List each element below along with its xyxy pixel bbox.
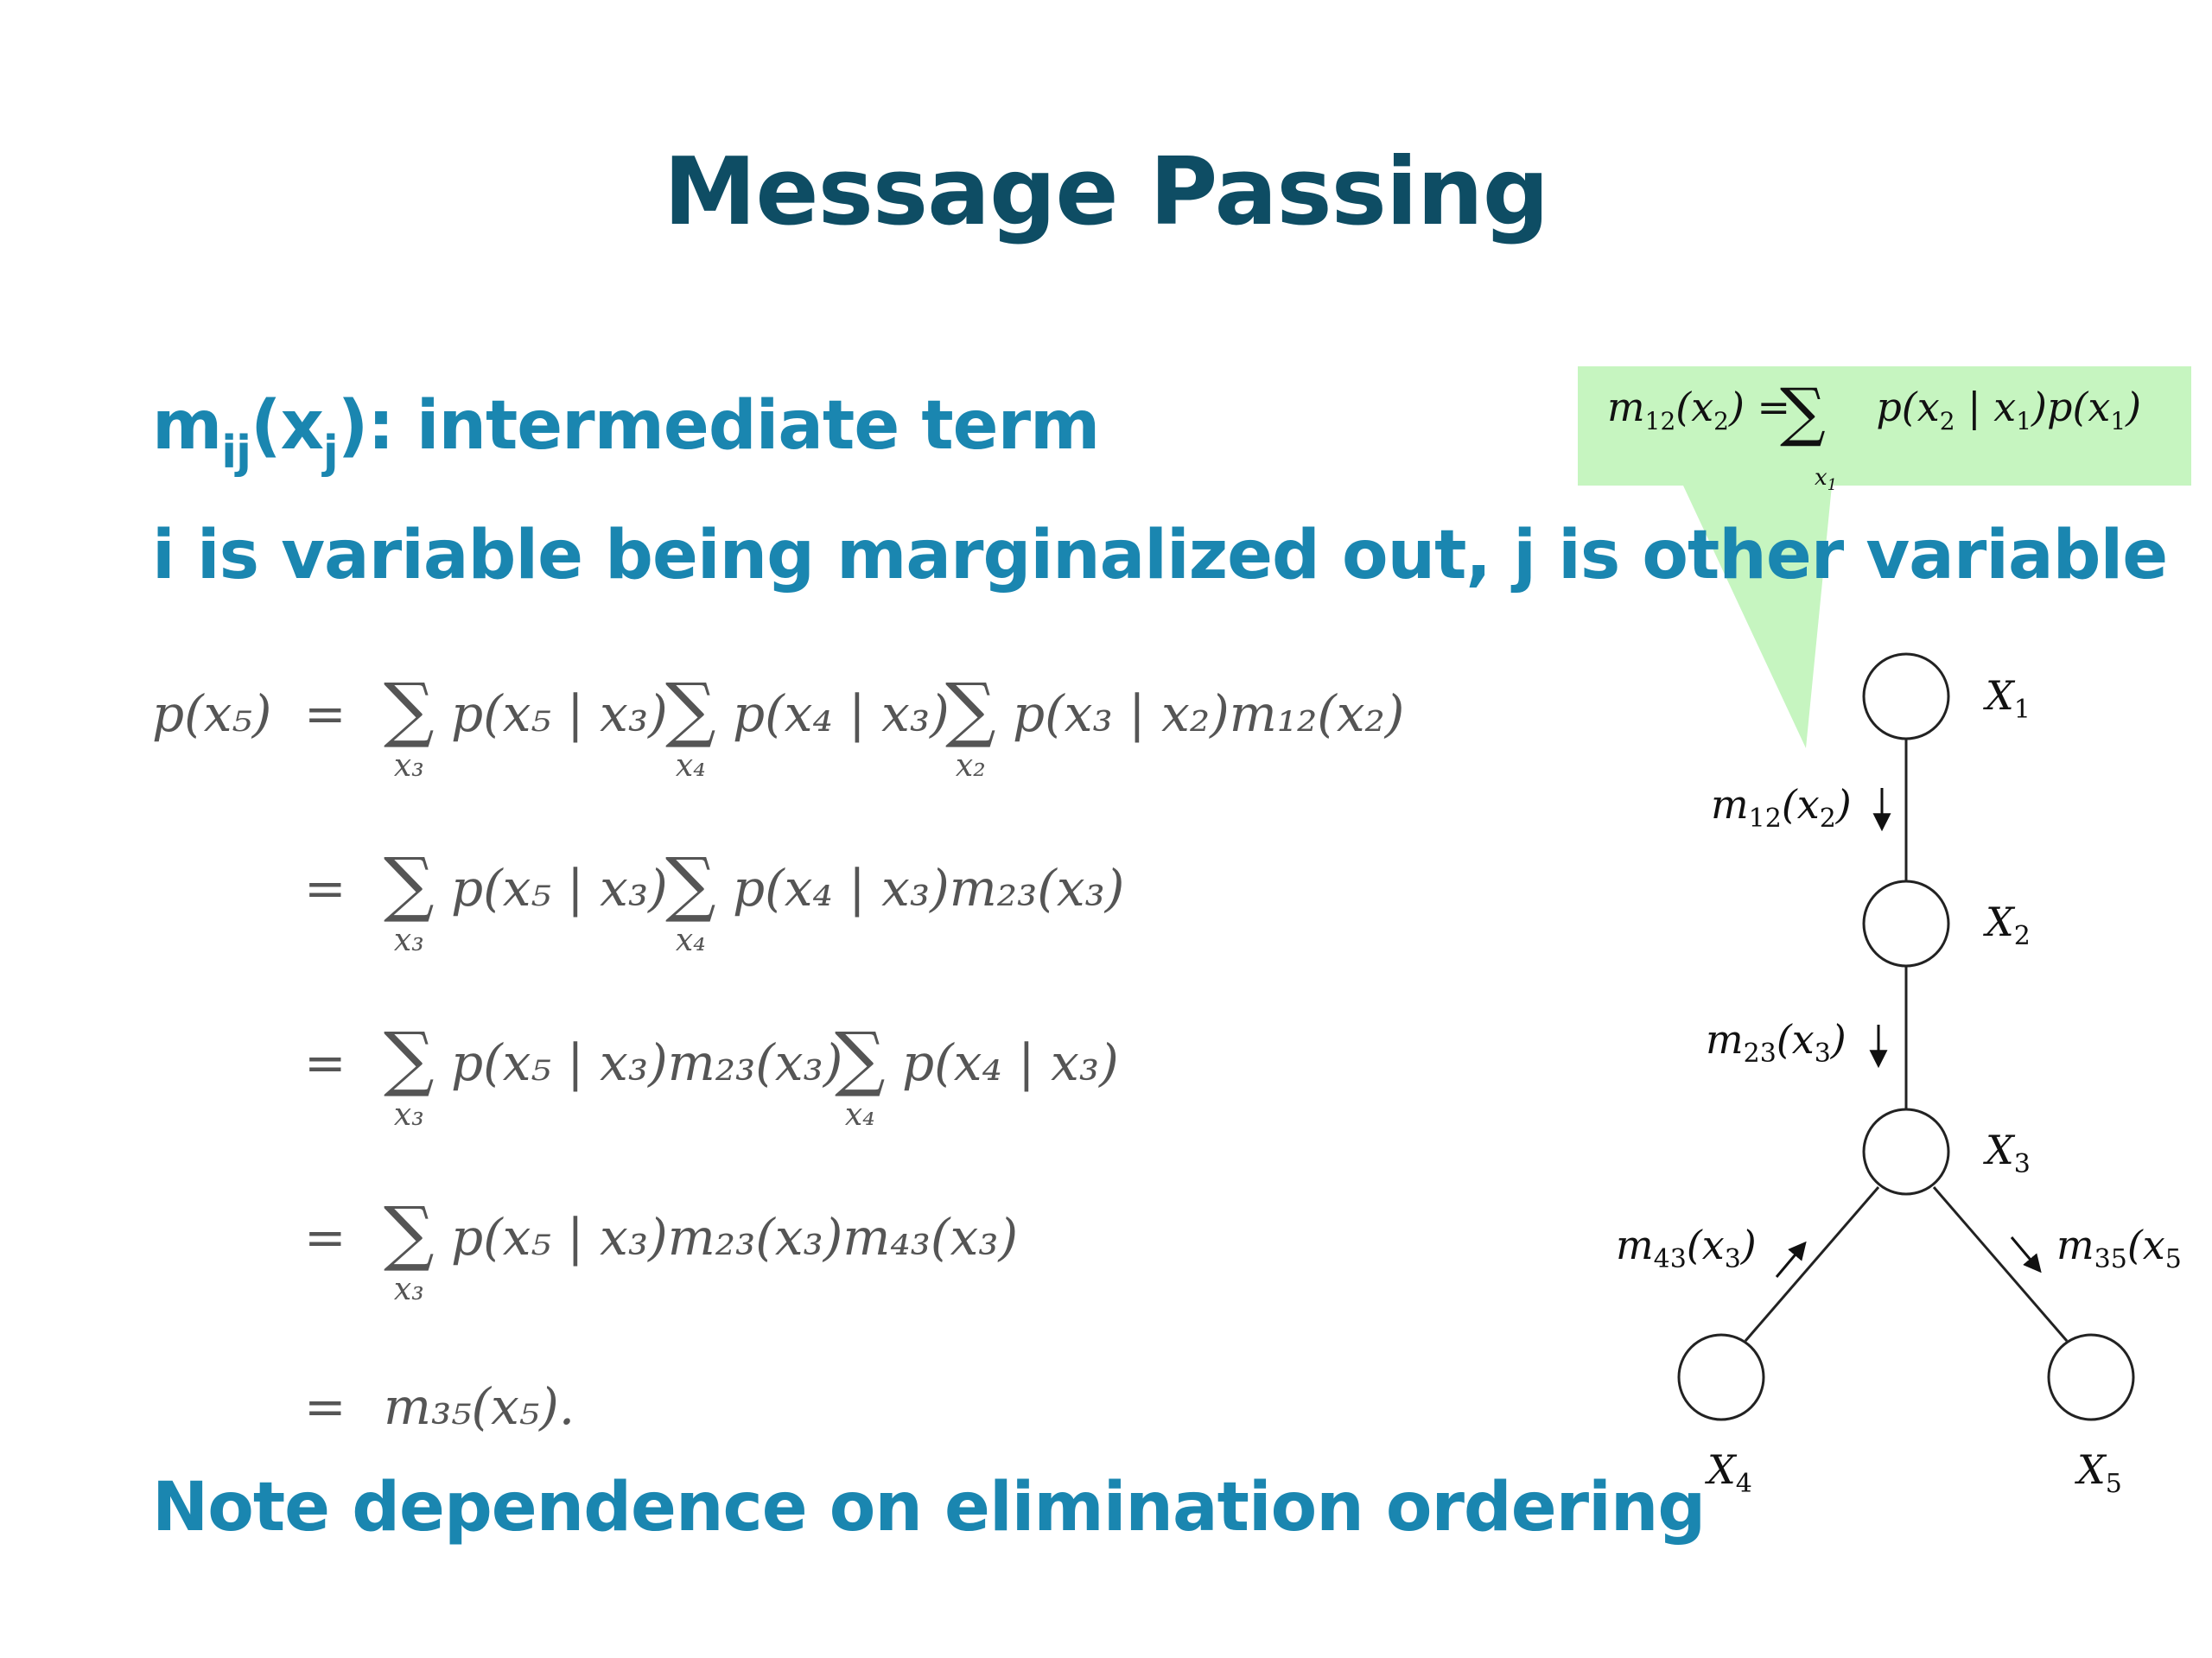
equals-sign: = — [304, 1033, 346, 1092]
equation-term: p(x₄ | x₃)m₂₃(x₃) — [733, 859, 1125, 918]
sum-symbol: ∑x₃ — [384, 1018, 435, 1134]
sum-symbol: ∑x₄ — [665, 843, 716, 959]
node-label-x5: X5 — [2077, 1446, 2122, 1500]
slide-title: Message Passing — [663, 138, 1549, 246]
sum-symbol: ∑x₄ — [665, 669, 716, 785]
callout-formula: m12(x2) = p(x2 | x1)p(x1) — [1607, 384, 2142, 436]
equals-sign: = — [304, 1208, 346, 1267]
node-label-x2: X2 — [1986, 899, 2031, 952]
bullet-variable-explanation: i is variable being marginalized out, j … — [152, 517, 2168, 594]
message-label-m23: m23(x3) — [1706, 1016, 1847, 1070]
callout-sum-index: x1 — [1815, 465, 1838, 495]
message-label-m35: m35(x5 — [2056, 1222, 2182, 1275]
equation-term: p(x₅ | x₃) — [451, 684, 668, 743]
equation-term: p(x₅ | x₃)m₂₃(x₃) — [451, 1033, 843, 1092]
node-label-x4: X4 — [1707, 1446, 1752, 1500]
equals-sign: = — [304, 1377, 346, 1436]
callout-sum-symbol: ∑ — [1780, 375, 1826, 449]
bullet-elimination-ordering: Note dependence on elimination ordering — [152, 1469, 1706, 1547]
equation-term: p(x₅ | x₃) — [451, 859, 668, 918]
node-label-x1: X1 — [1986, 672, 2031, 726]
node-label-x3: X3 — [1986, 1127, 2031, 1180]
equals-sign: = — [304, 684, 346, 743]
equation-term: p(x₅ | x₃)m₂₃(x₃)m₄₃(x₃) — [451, 1208, 1019, 1267]
equation-lhs: p(x₅) — [152, 684, 272, 743]
bullet-intermediate-term: mij(xj): intermediate term — [152, 387, 1100, 479]
sum-symbol: ∑x₄ — [835, 1018, 886, 1134]
message-label-m12: m12(x2) — [1711, 781, 1852, 835]
equation-term: m₃₅(x₅). — [384, 1377, 575, 1436]
equation-term: p(x₃ | x₂)m₁₂(x₂) — [1013, 684, 1405, 743]
equation-block: p(x₅) = ∑x₃ p(x₅ | x₃) ∑x₄ p(x₄ | x₃) ∑x… — [152, 669, 1405, 1437]
equals-sign: = — [304, 859, 346, 918]
equation-term: p(x₄ | x₃) — [902, 1033, 1119, 1092]
sum-symbol: ∑x₂ — [945, 669, 996, 785]
callout-shape — [1578, 366, 2191, 748]
sum-symbol: ∑x₃ — [384, 669, 435, 785]
sum-symbol: ∑x₃ — [384, 1192, 435, 1308]
sum-symbol: ∑x₃ — [384, 843, 435, 959]
equation-term: p(x₄ | x₃) — [733, 684, 950, 743]
message-label-m43: m43(x3) — [1616, 1222, 1757, 1275]
